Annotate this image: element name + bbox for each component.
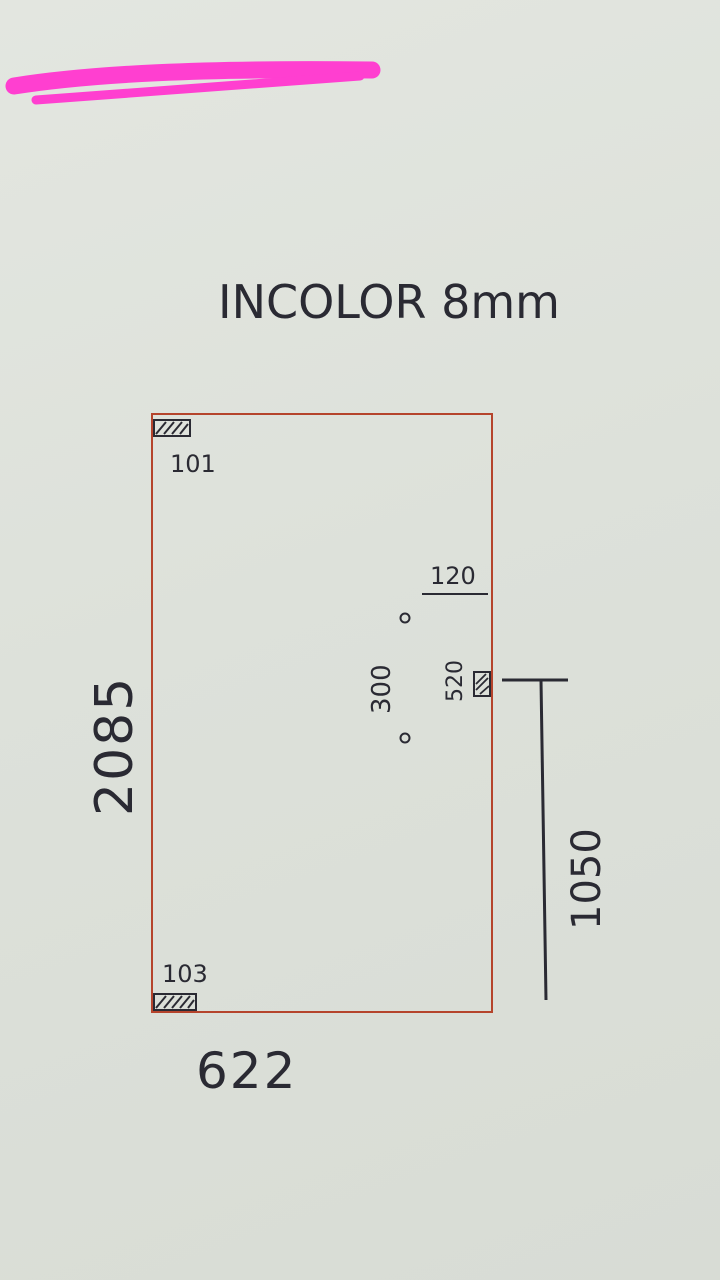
redaction-mark xyxy=(5,61,381,105)
hole-spacing-label: 300 xyxy=(367,664,397,714)
hole-upper xyxy=(399,612,411,624)
corner-top-label: 101 xyxy=(170,450,216,478)
panel-width-label: 622 xyxy=(196,1042,297,1100)
handle-size-label: 520 xyxy=(443,660,468,702)
top-offset-label: 120 xyxy=(430,562,476,590)
corner-marker-top xyxy=(153,419,191,437)
handle-height-label: 1050 xyxy=(564,828,610,930)
panel-height-label: 2085 xyxy=(85,676,145,816)
corner-bottom-label: 103 xyxy=(162,960,208,988)
hole-lower xyxy=(399,732,411,744)
panel-outline xyxy=(151,413,493,1013)
handle-marker xyxy=(473,671,491,697)
drawing-title: INCOLOR 8mm xyxy=(218,275,560,329)
corner-marker-bottom xyxy=(153,993,197,1011)
handle-height-line xyxy=(539,679,548,1001)
